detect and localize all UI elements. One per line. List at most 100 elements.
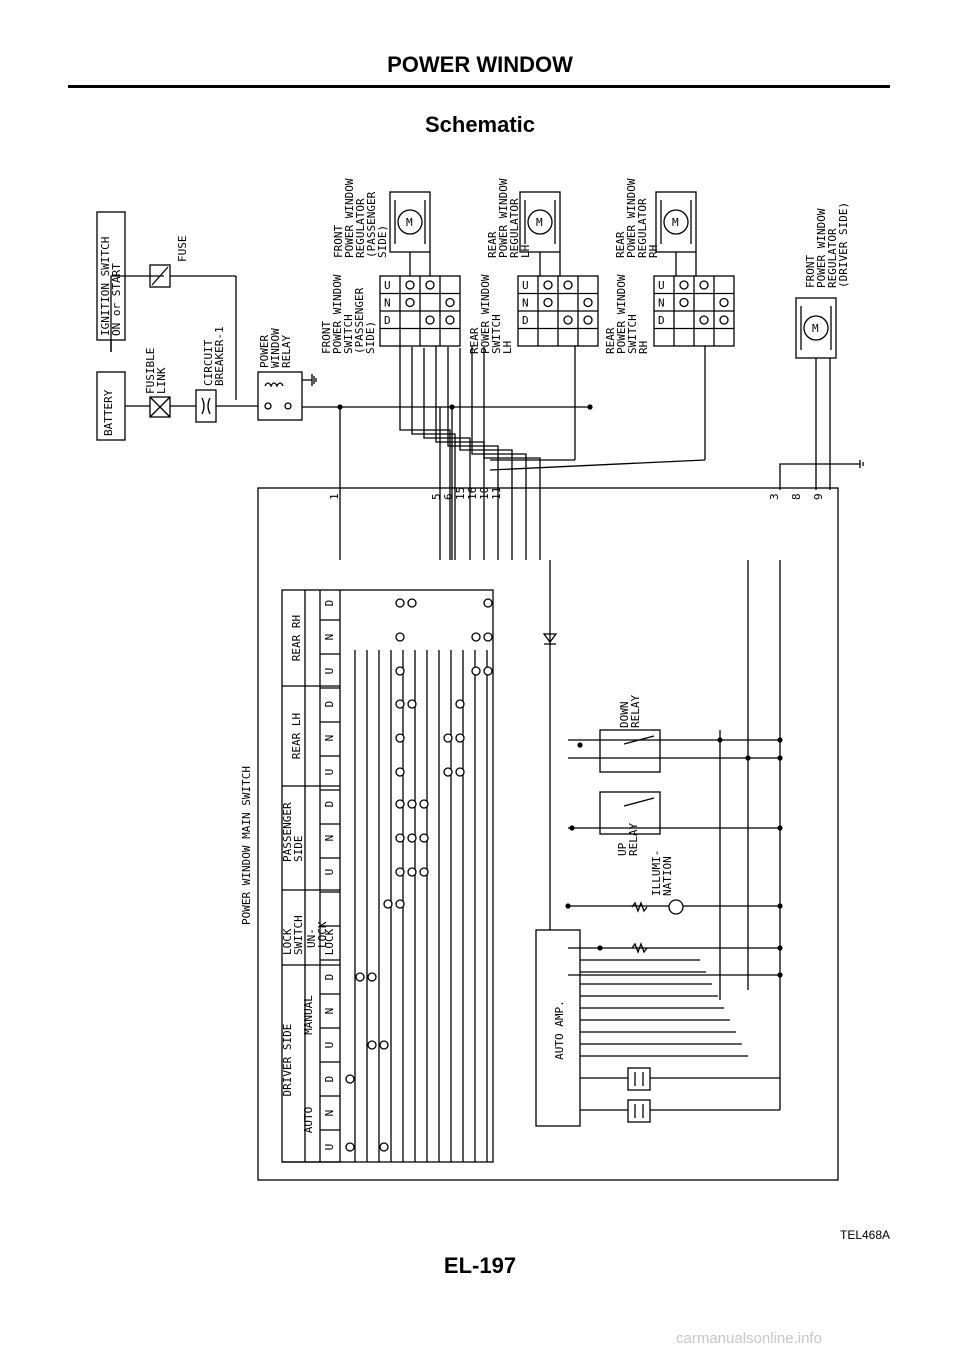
rear-sw-lh-label-line: SWITCH	[490, 314, 503, 354]
tbl-pos: N	[323, 735, 336, 742]
junction-dot	[777, 737, 783, 743]
rear-rh-switch-uno: D	[658, 314, 665, 327]
table-contact	[407, 833, 417, 843]
tbl-pos: D	[323, 701, 336, 708]
rear-lh-switch-uno: U	[522, 279, 529, 292]
wire	[483, 347, 541, 560]
wire	[447, 347, 499, 560]
table-contact	[395, 799, 405, 809]
illumination-lamp	[668, 899, 684, 915]
tbl-pos: N	[323, 835, 336, 842]
front-pass-switch-contact	[405, 297, 415, 308]
table-contact	[395, 767, 405, 777]
rear-lh-switch-uno: N	[522, 297, 529, 310]
junction-dot	[565, 903, 571, 909]
illumination-label-line: ILLUMI-	[650, 850, 663, 896]
table-contact	[395, 899, 405, 909]
table-contact	[395, 733, 405, 743]
front-pass-switch-uno: U	[384, 279, 391, 292]
junction-dot	[745, 755, 751, 761]
tbl-unlock-line: UN-	[305, 928, 318, 948]
page-number: EL-197	[443, 1253, 517, 1278]
rear-rh-switch-contact	[699, 315, 709, 325]
table-contact	[407, 598, 417, 608]
junction-dot	[777, 945, 783, 951]
junction-dot	[777, 903, 783, 909]
front-reg-drv-label-line: REGULATOR	[826, 228, 839, 288]
rear-rh-housing	[655, 191, 697, 253]
tbl-rear-lh: REAR LH	[290, 713, 303, 759]
rear-rh-switch-uno: U	[658, 279, 665, 292]
junction-dot	[569, 825, 575, 831]
table-contact	[419, 799, 429, 809]
rear-rh-switch-box	[653, 275, 735, 347]
fusible-x2	[149, 396, 171, 418]
table-contact	[455, 733, 465, 743]
junction-dot	[777, 972, 783, 978]
circuit-breaker-box	[195, 389, 217, 423]
rear-lh-switch-contact	[543, 280, 553, 290]
rear-lh-housing	[519, 191, 561, 253]
main-switch-frame	[257, 487, 839, 1181]
terminal-label: 16	[466, 487, 479, 500]
table-contact	[379, 1040, 389, 1050]
auto-amp-box	[535, 929, 581, 1127]
tbl-pos: U	[323, 668, 336, 675]
rear-sw-rh-label-line: POWER WINDOW	[615, 274, 628, 354]
front-passenger-housing	[389, 191, 431, 253]
relay-contact	[264, 402, 272, 410]
rear-lh-switch-uno: D	[522, 314, 529, 327]
tbl-pos: N	[323, 1110, 336, 1117]
battery-label-line: BATTERY	[102, 389, 115, 436]
connector-box	[627, 1067, 651, 1091]
rear-rh-motor	[663, 209, 689, 235]
front-reg-pass-label-line: REGULATOR	[354, 198, 367, 258]
front-reg-pass-label-line: SIDE)	[376, 225, 389, 258]
rear-rh-motor-symbol: M	[672, 216, 679, 229]
switch-table	[281, 589, 494, 1163]
junction-dot	[577, 742, 583, 748]
watermark: carmanualsonline.info	[676, 1330, 822, 1347]
rear-lh-switch-contact	[563, 280, 573, 290]
tbl-pos: U	[323, 1042, 336, 1049]
auto-amp-label: AUTO AMP.	[553, 1000, 566, 1060]
table-contact	[407, 867, 417, 877]
table-contact	[407, 699, 417, 709]
rear-rh-switch-contact	[719, 315, 729, 325]
junction-dot	[449, 404, 455, 410]
table-contact	[455, 699, 465, 709]
fusible-link-label-line: FUSIBLE	[144, 348, 157, 394]
table-contact	[395, 833, 405, 843]
illumination-label-line: NATION	[661, 856, 674, 896]
up-relay-label-line: RELAY	[627, 823, 640, 856]
relay-label-line: WINDOW	[269, 328, 282, 368]
terminal-label: 11	[490, 487, 503, 500]
relay-label-line: RELAY	[280, 335, 293, 368]
front-passenger-motor-symbol: M	[406, 216, 413, 229]
breaker-symbol	[201, 397, 211, 415]
rear-reg-rh-label-line: REGULATOR	[636, 198, 649, 258]
front-pass-switch-uno: D	[384, 314, 391, 327]
rear-lh-switch-contact	[543, 297, 553, 308]
main-switch-label-line: POWER WINDOW MAIN SWITCH	[240, 766, 253, 925]
wire	[110, 275, 164, 352]
terminal-label: 6	[442, 493, 455, 500]
rear-reg-lh-label-line: POWER WINDOW	[497, 178, 510, 258]
ignition-switch-label-line: IGNITION SWITCH	[99, 237, 112, 336]
front-reg-pass-label-line: FRONT	[332, 225, 345, 258]
tbl-passenger-line: PASSENGER	[281, 802, 294, 862]
resistor	[631, 901, 648, 913]
table-contact	[483, 666, 493, 676]
table-contact	[367, 972, 377, 982]
battery-box	[96, 371, 126, 441]
junction-dot	[587, 404, 593, 410]
tbl-lock-switch-line: SWITCH	[292, 915, 305, 955]
rear-reg-rh-label-line: POWER WINDOW	[625, 178, 638, 258]
page-header: POWER WINDOW	[387, 52, 573, 77]
rear-sw-rh-label-line: REAR	[604, 327, 617, 354]
front-reg-pass-label-line: POWER WINDOW	[343, 178, 356, 258]
table-contact	[443, 767, 453, 777]
tbl-pos: D	[323, 801, 336, 808]
ignition-switch-box	[96, 211, 126, 341]
table-contact	[367, 1040, 377, 1050]
